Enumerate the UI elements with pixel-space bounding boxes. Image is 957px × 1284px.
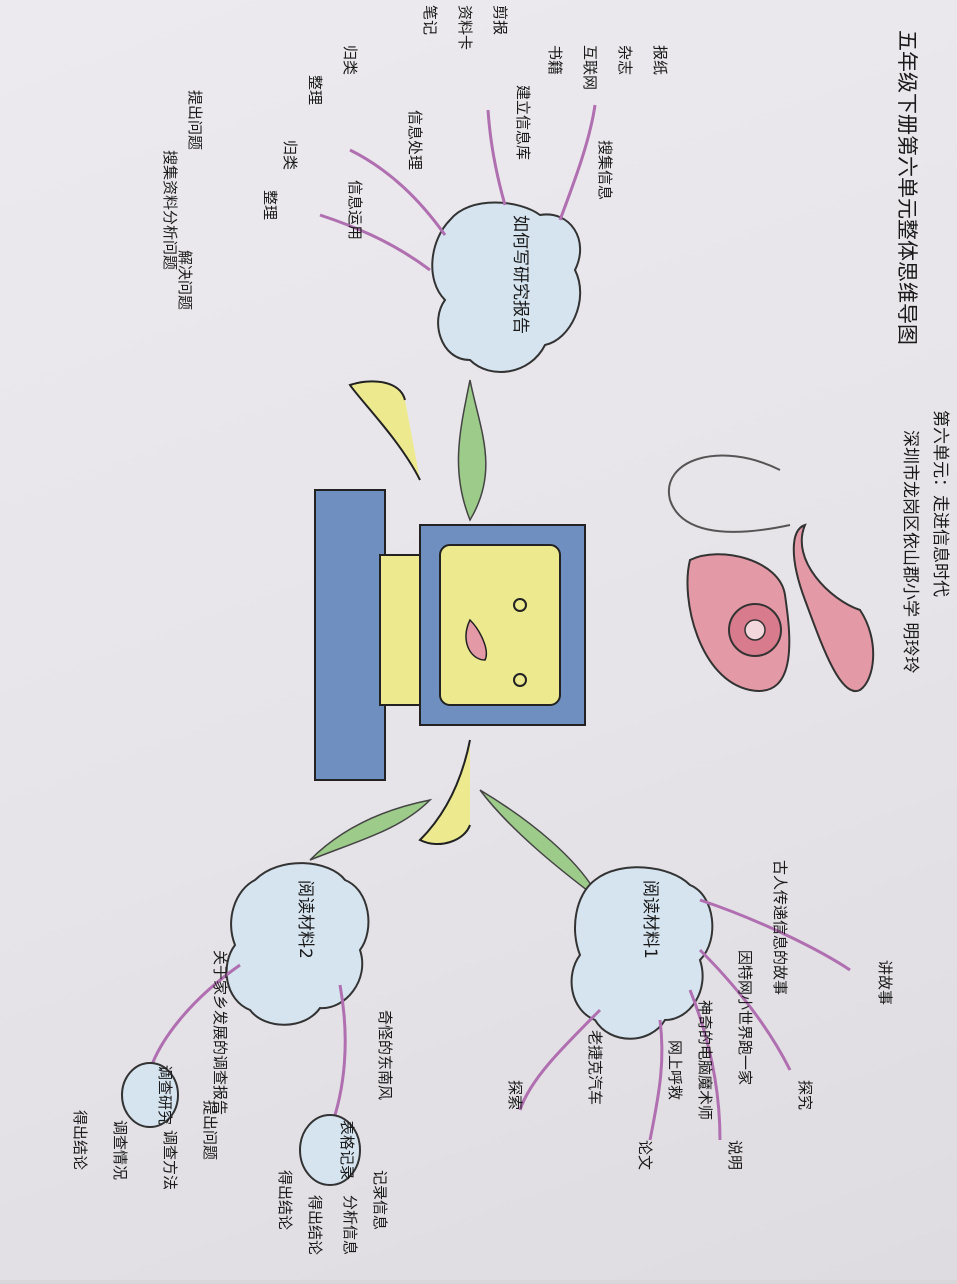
apply-item-4: 解决问题 — [176, 250, 194, 310]
reading2-sub2-item-4: 得出结论 — [71, 1110, 89, 1170]
reading2-sub1-item-1: 记录信息 — [371, 1170, 389, 1230]
reading1-item-1: 古人传递信息的故事 — [771, 860, 789, 995]
reading2-label: 阅读材料2 — [295, 880, 315, 959]
reading2-sub1-bubble — [299, 1114, 361, 1186]
reading2-cloud — [225, 862, 370, 1026]
reading1-leaf-3: 说明 — [726, 1140, 744, 1170]
database-item-1: 剪报 — [491, 5, 509, 35]
process-item-2: 整理 — [306, 75, 324, 105]
report-cloud — [431, 201, 582, 373]
report-label: 如何写研究报告 — [510, 215, 530, 334]
apply-label: 信息运用 — [346, 180, 364, 240]
reading1-branch: 阅读材料1 古人传递信息的故事 因特网小世界跑一家 神奇的电脑魔术师 网上呼救 … — [506, 860, 894, 1170]
center-computer — [314, 380, 586, 845]
reading2-sub2-item-1: 提出问题 — [201, 1100, 219, 1160]
database-label: 建立信息库 — [514, 85, 532, 160]
unit-title: 第六单元：走进信息时代 — [930, 410, 950, 597]
reading2-item-2: 关于家乡发展的调查报告 — [211, 950, 229, 1115]
telephone-icon — [667, 454, 875, 693]
reading2-item-1: 奇怪的东南风 — [376, 1010, 394, 1100]
author-line: 深圳市龙岗区依山郡小学 明玲玲 — [900, 430, 920, 673]
database-item-3: 笔记 — [421, 5, 439, 35]
apply-sub-2: 整理 — [261, 190, 279, 220]
branch-connectors — [309, 379, 601, 901]
apply-sub-1: 归类 — [281, 140, 299, 170]
reading2-sub2-item-2: 调查方法 — [161, 1130, 179, 1190]
reading1-item-3: 神奇的电脑魔术师 — [696, 1000, 714, 1120]
computer-base — [314, 489, 386, 781]
reading1-cloud — [570, 866, 714, 1040]
monitor-screen — [439, 544, 561, 706]
reading2-sub2-item-3: 调查情况 — [111, 1120, 129, 1180]
search-item-1: 报纸 — [651, 45, 669, 75]
reading2-sub2-label: 调查研究 — [156, 1065, 174, 1125]
reading2-sub1-label: 表格记录 — [338, 1120, 356, 1180]
reading2-sub1-item-2: 分析信息 — [341, 1195, 359, 1255]
reading1-label: 阅读材料1 — [640, 880, 660, 959]
title-block: 五年级下册第六单元整体思维导图 第六单元：走进信息时代 深圳市龙岗区依山郡小学 … — [895, 30, 950, 673]
reading1-item-4: 网上呼救 — [666, 1040, 684, 1100]
search-item-2: 杂志 — [616, 45, 634, 75]
reading1-item-5: 老捷克汽车 — [586, 1030, 604, 1105]
apply-item-2: 搜集资料 — [161, 150, 179, 210]
reading2-sub2-bubble — [121, 1062, 179, 1128]
reading2-sub1-item-3: 得出结论 — [306, 1195, 324, 1255]
computer-neck — [379, 554, 426, 706]
search-item-4: 书籍 — [546, 45, 564, 75]
reading1-leaf-5: 探索 — [506, 1080, 524, 1110]
process-item-1: 归类 — [341, 45, 359, 75]
reading2-branch: 阅读材料2 奇怪的东南风 关于家乡发展的调查报告 表格记录 记录信息 分析信息 … — [71, 862, 394, 1255]
reading1-leaf-1: 讲故事 — [876, 960, 894, 1005]
reading1-item-2: 因特网小世界跑一家 — [736, 950, 754, 1085]
search-label: 搜集信息 — [596, 140, 614, 200]
process-label: 信息处理 — [406, 110, 424, 170]
apply-item-3: 分析问题 — [161, 210, 179, 270]
reading1-leaf-4: 论文 — [636, 1140, 654, 1170]
map-title: 五年级下册第六单元整体思维导图 — [895, 30, 919, 345]
reading2-sub1-item-4: 得出结论 — [276, 1170, 294, 1230]
reading1-leaf-2: 探究 — [796, 1080, 814, 1110]
database-item-2: 资料卡 — [456, 5, 474, 50]
search-item-3: 互联网 — [581, 45, 599, 90]
report-branch: 如何写研究报告 搜集信息 报纸 杂志 互联网 书籍 建立信息库 剪报 资料卡 笔… — [161, 5, 669, 373]
apply-item-1: 提出问题 — [186, 90, 204, 150]
